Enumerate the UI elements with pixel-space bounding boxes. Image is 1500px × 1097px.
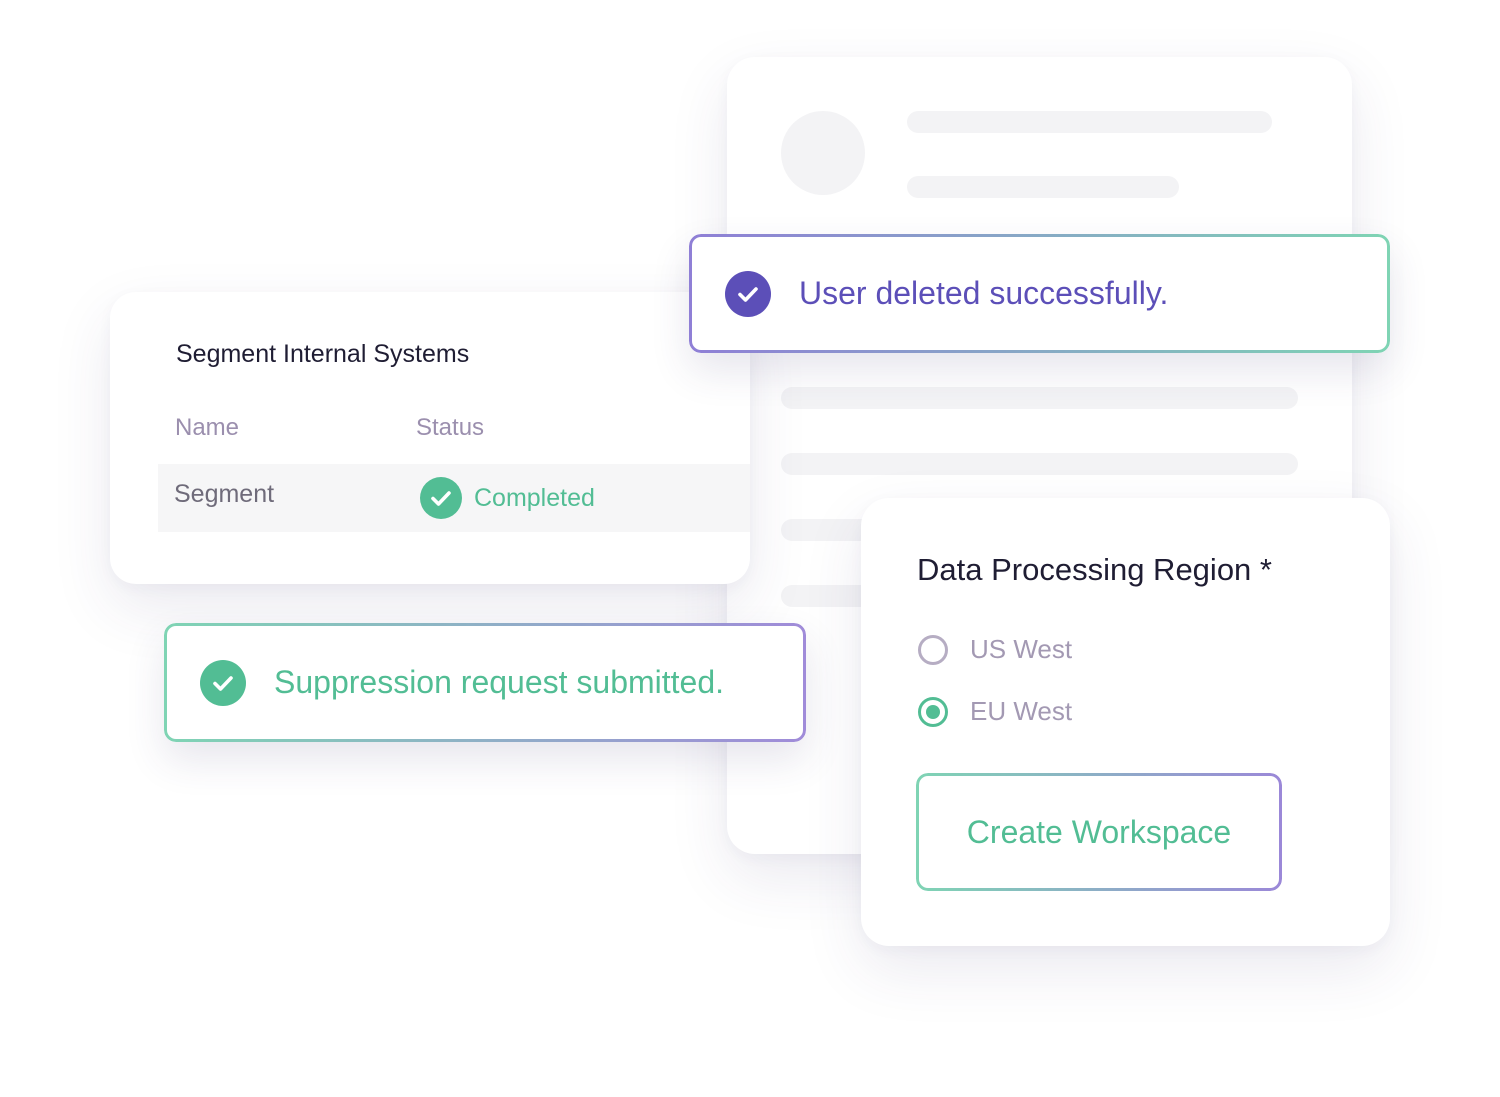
skeleton-line [781,453,1298,475]
skeleton-line [907,111,1272,133]
row-status-cell: Completed [420,476,595,520]
skeleton-line [781,387,1298,409]
column-header-status: Status [416,414,485,441]
user-deleted-toast: User deleted successfully. [689,234,1390,353]
toast-message: Suppression request submitted. [274,664,725,700]
radio-option-us-west[interactable]: US West [918,634,1072,665]
create-workspace-button[interactable]: Create Workspace [916,773,1282,891]
check-circle-icon [420,477,462,519]
check-circle-icon [200,659,246,706]
card-title: Segment Internal Systems [176,340,470,368]
internal-systems-card: Segment Internal Systems Name Status Seg… [110,292,750,584]
radio-option-eu-west[interactable]: EU West [918,696,1072,727]
column-header-name: Name [175,414,240,441]
radio-label: US West [970,634,1073,664]
region-title: Data Processing Region * [917,552,1272,587]
data-region-card: Data Processing Region * US West EU West… [861,498,1390,946]
avatar-placeholder [781,111,865,195]
radio-label: EU West [970,696,1073,726]
row-name-cell: Segment [174,480,275,508]
radio-button-selected[interactable] [918,696,948,727]
check-circle-icon [725,270,771,317]
button-label: Create Workspace [966,813,1232,850]
suppression-toast: Suppression request submitted. [164,623,806,742]
table-row[interactable]: Segment Completed [158,464,750,532]
skeleton-line [907,176,1179,198]
status-text: Completed [474,483,595,512]
radio-button[interactable] [918,634,948,665]
toast-message: User deleted successfully. [799,275,1169,311]
